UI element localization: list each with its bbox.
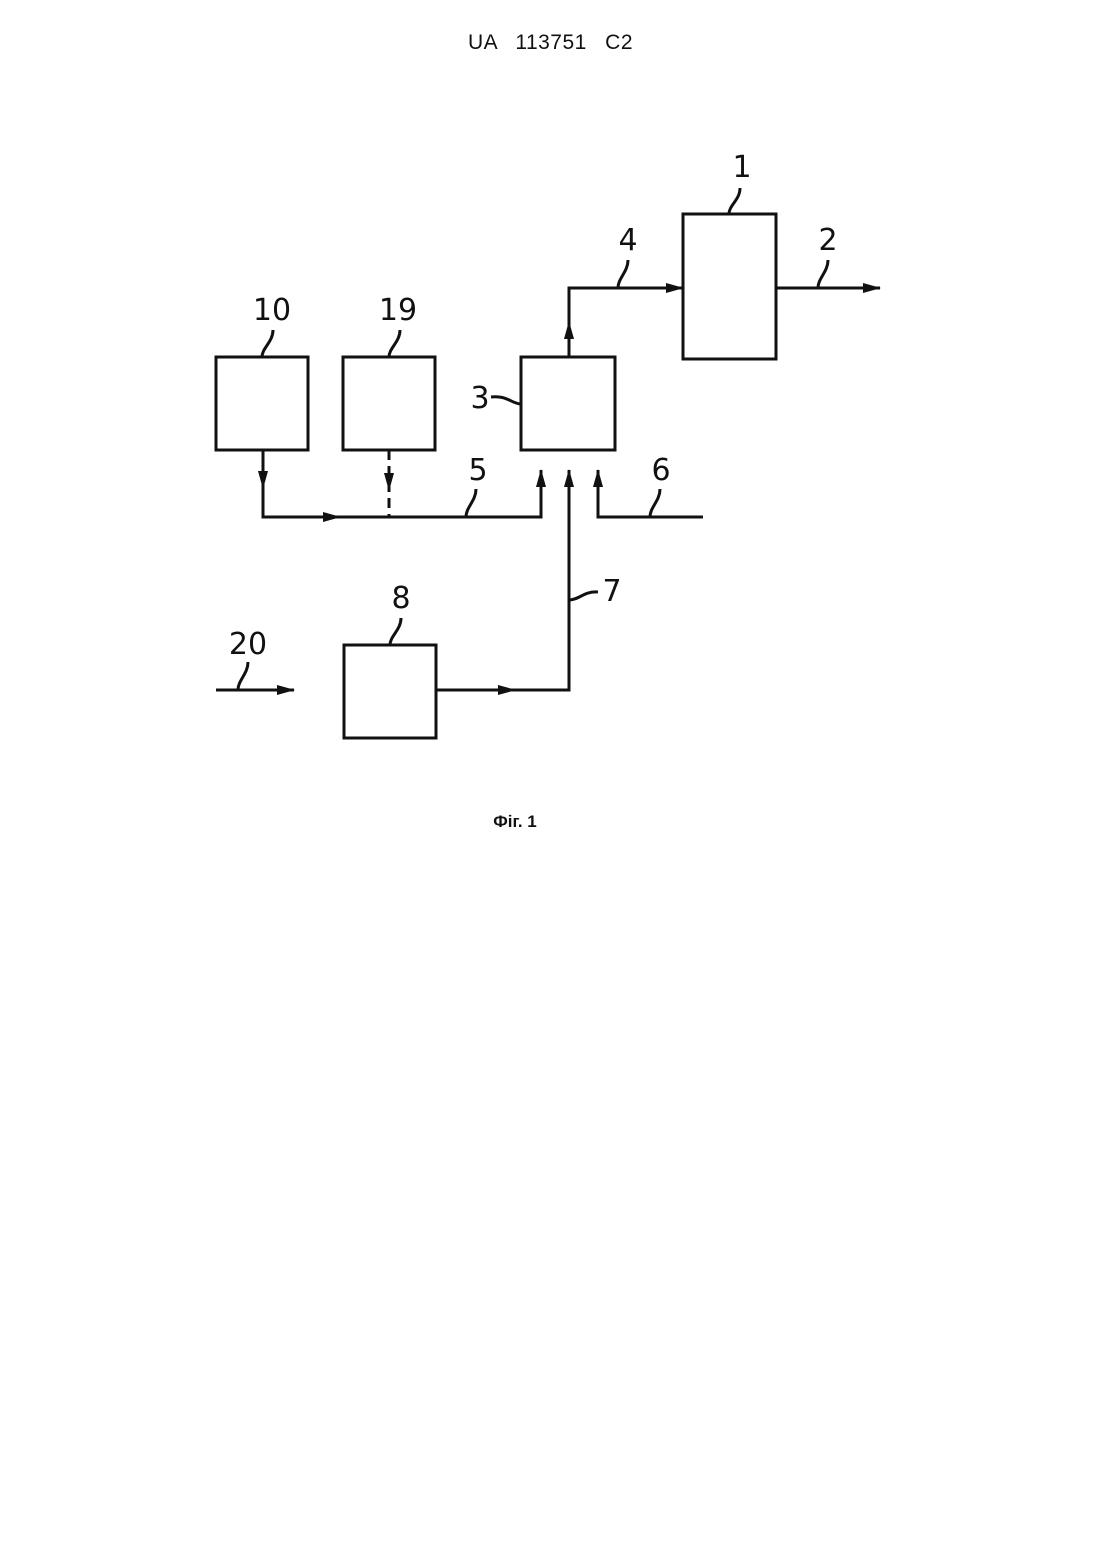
label-20: 20 bbox=[229, 627, 267, 662]
leader-5 bbox=[466, 489, 476, 517]
label-19: 19 bbox=[379, 293, 417, 328]
line-5 bbox=[263, 450, 541, 517]
block-19 bbox=[343, 357, 435, 450]
leader-6 bbox=[650, 489, 660, 517]
leader-3 bbox=[491, 397, 521, 404]
label-5: 5 bbox=[468, 453, 487, 488]
block-1 bbox=[683, 214, 776, 359]
label-1: 1 bbox=[732, 150, 751, 185]
line-7 bbox=[436, 470, 569, 690]
leader-2 bbox=[818, 260, 828, 288]
leader-10 bbox=[262, 330, 273, 357]
figure-caption: Фіг. 1 bbox=[0, 812, 1030, 832]
label-7: 7 bbox=[602, 574, 621, 609]
block-3 bbox=[521, 357, 615, 450]
block-8 bbox=[344, 645, 436, 738]
leader-4 bbox=[618, 260, 628, 288]
label-10: 10 bbox=[253, 293, 291, 328]
block-10 bbox=[216, 357, 308, 450]
label-6: 6 bbox=[651, 453, 670, 488]
label-4: 4 bbox=[618, 223, 637, 258]
leader-8 bbox=[390, 618, 401, 645]
leader-1 bbox=[729, 188, 740, 214]
label-3: 3 bbox=[470, 381, 489, 416]
line-4 bbox=[569, 288, 640, 357]
label-2: 2 bbox=[818, 223, 837, 258]
leader-7 bbox=[569, 592, 598, 600]
leader-20 bbox=[238, 662, 248, 690]
leader-19 bbox=[389, 330, 400, 357]
label-8: 8 bbox=[391, 581, 410, 616]
